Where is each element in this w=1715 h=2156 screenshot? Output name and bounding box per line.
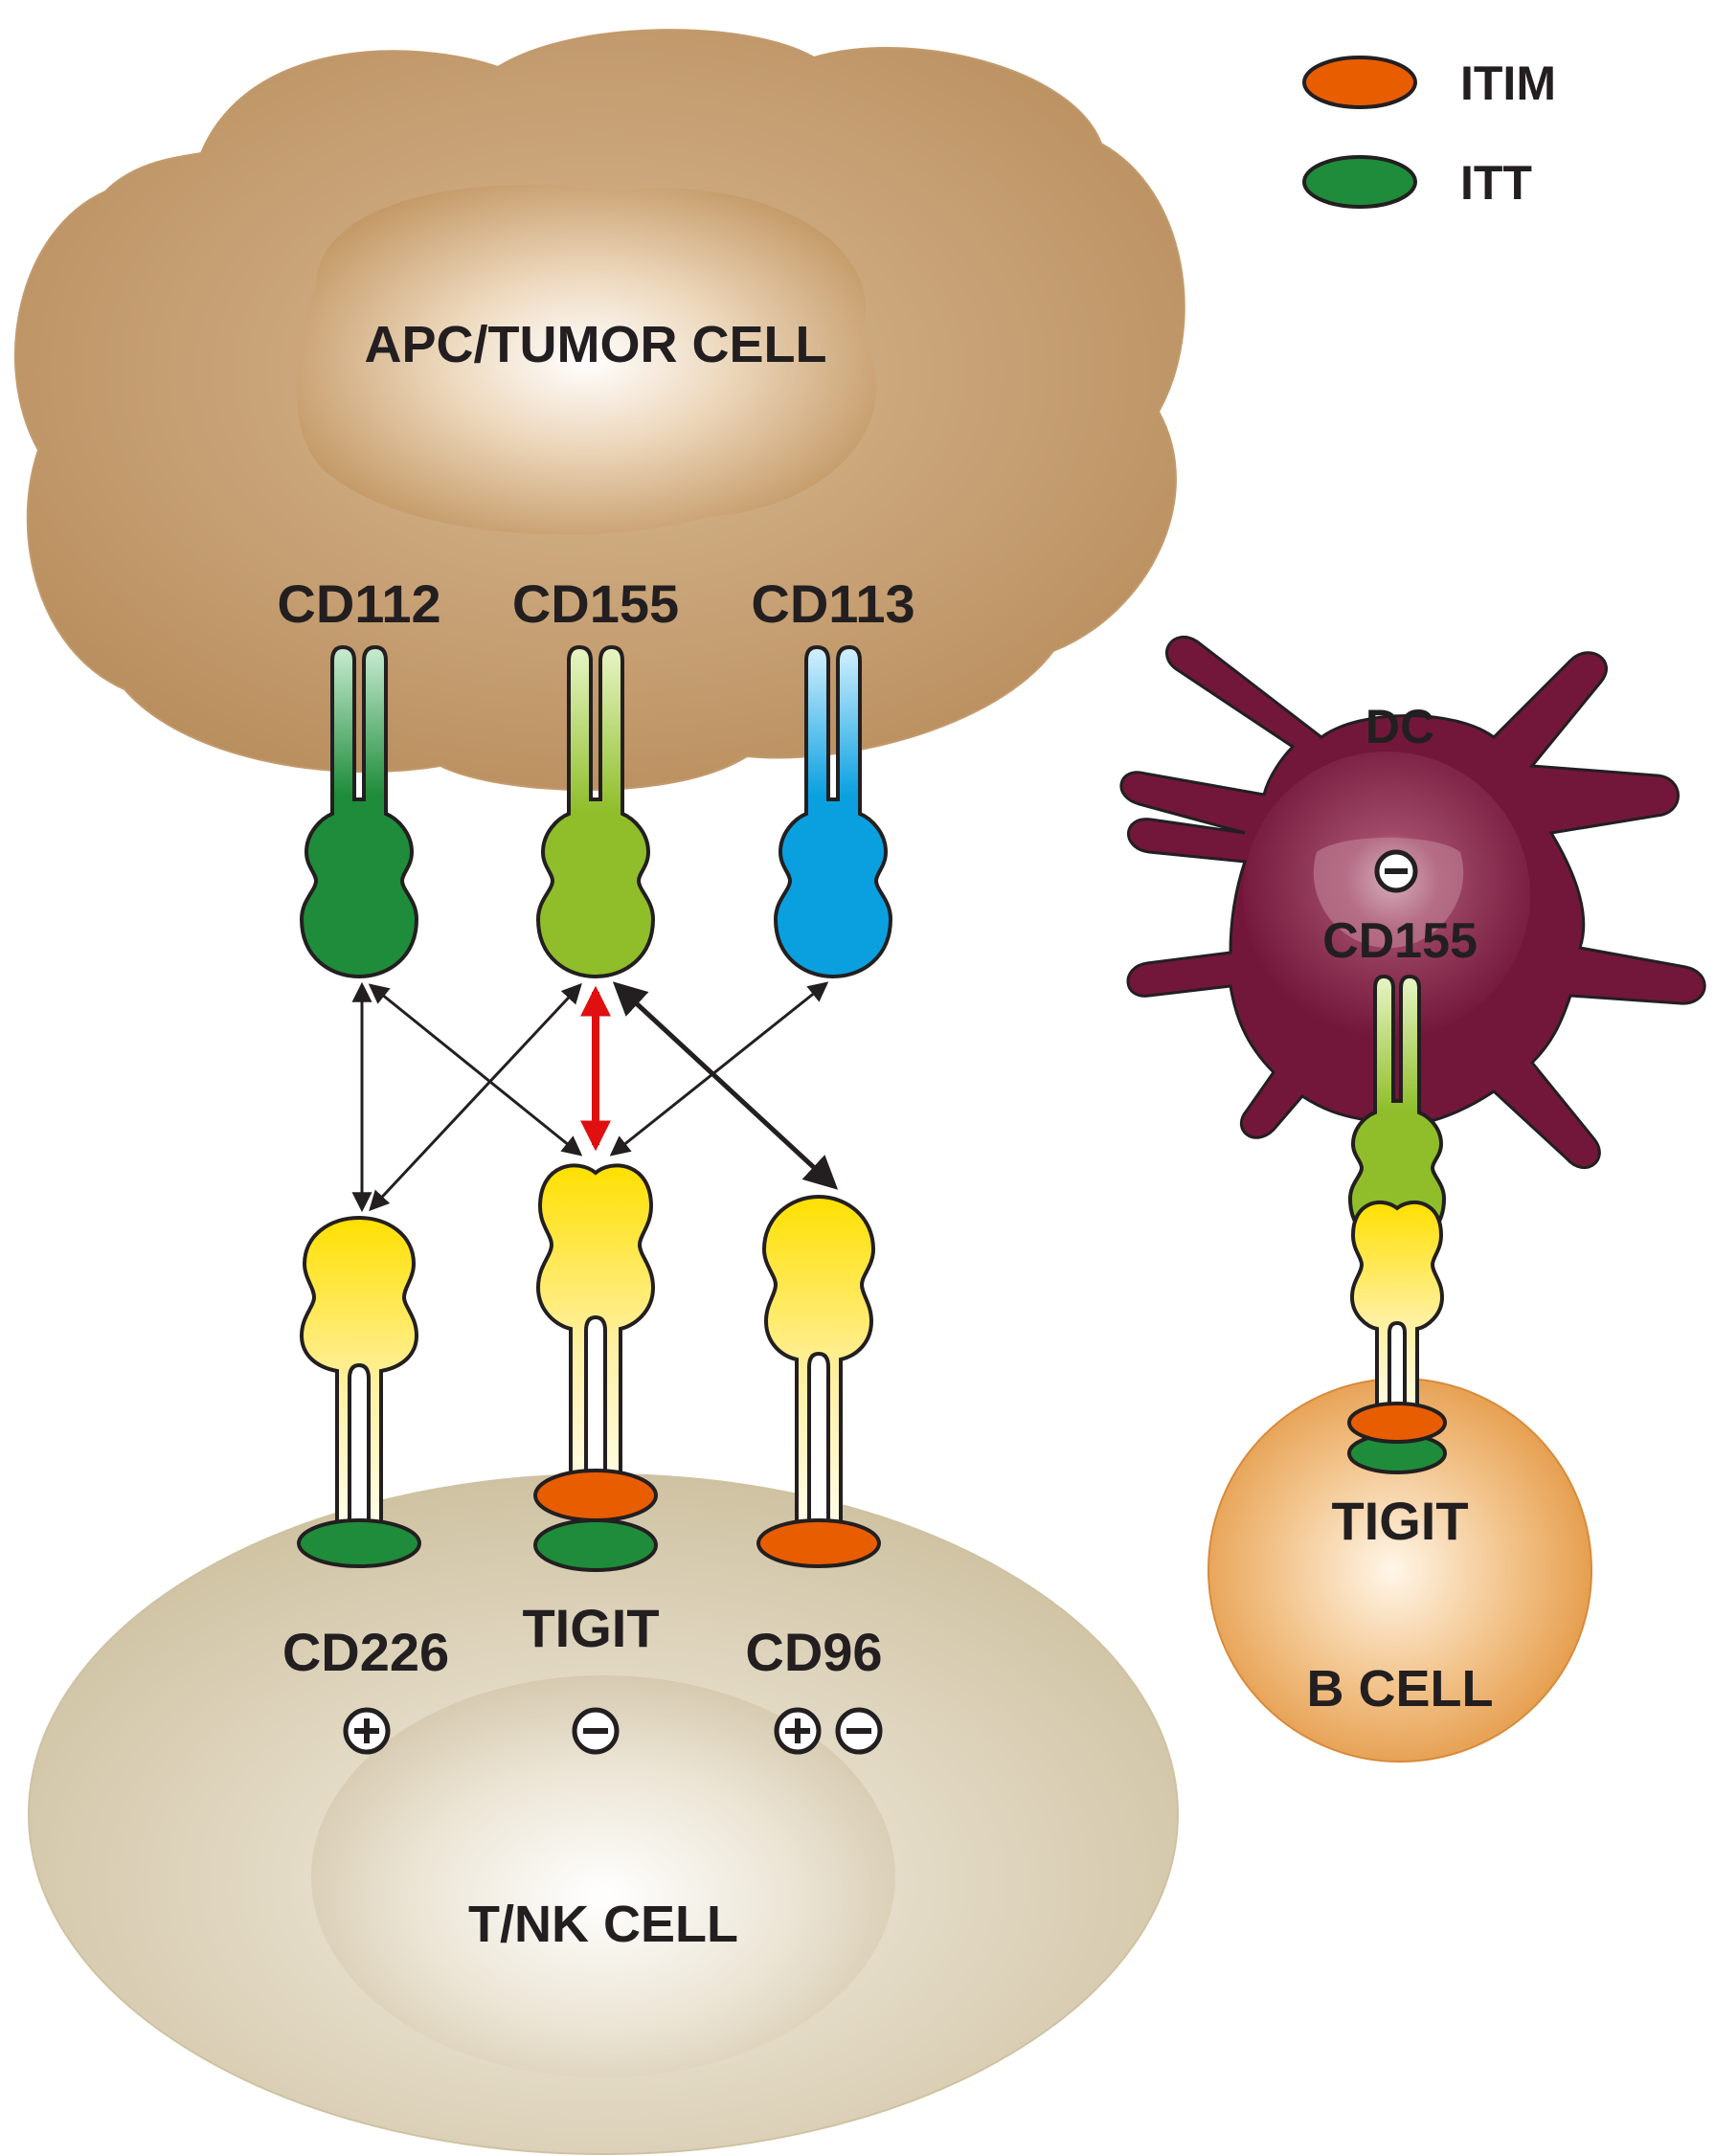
- ligand-cd112-label: CD112: [277, 573, 440, 634]
- receptor-tigit: [533, 1163, 658, 1572]
- ligand-cd155: [535, 644, 656, 979]
- apc-tumor-cell: APC/TUMOR CELL: [13, 29, 1185, 791]
- dc-cd155-label: CD155: [1322, 913, 1478, 969]
- legend-itim: ITIM: [1302, 56, 1556, 110]
- cd226-itt-motif: [297, 1518, 421, 1568]
- cd96-itim-motif: [756, 1518, 881, 1568]
- dc-cd155-minus-sign-icon: [1374, 849, 1418, 893]
- cd226-plus-sign-icon: [343, 1707, 391, 1755]
- bcell-tigit-itim-motif: [1347, 1402, 1447, 1444]
- interaction-arrows: [351, 981, 839, 1213]
- cd96-plus-sign-icon: [774, 1707, 822, 1755]
- arrow-cd155-cd96: [612, 981, 839, 1190]
- dc-label: DC: [1365, 700, 1434, 753]
- legend: ITIM ITT: [1302, 56, 1556, 210]
- legend-itim-label: ITIM: [1460, 56, 1556, 110]
- tigit-minus-sign-icon: [572, 1707, 620, 1755]
- ligand-cd113-label: CD113: [751, 573, 914, 634]
- tigit-itim-motif: [533, 1469, 658, 1522]
- b-cell-label: B CELL: [1307, 1660, 1494, 1718]
- bcell-receptor-tigit: [1347, 1200, 1447, 1474]
- legend-itt: ITT: [1302, 155, 1532, 210]
- ligand-cd155-label: CD155: [512, 573, 679, 634]
- ligand-cd112: [299, 644, 419, 979]
- receptor-cd96-label: CD96: [745, 1622, 882, 1682]
- tnk-cell: T/NK CELL: [28, 1473, 1179, 2155]
- arrow-cd155-cd226: [369, 982, 582, 1212]
- arrow-cd113-tigit: [609, 981, 829, 1157]
- tnk-cell-label: T/NK CELL: [468, 1896, 738, 1953]
- legend-itt-label: ITT: [1460, 156, 1532, 210]
- bcell-tigit-label: TIGIT: [1331, 1491, 1468, 1551]
- receptor-tigit-label: TIGIT: [522, 1598, 659, 1658]
- dc-ligand-cd155: [1347, 974, 1447, 1247]
- receptor-cd226-label: CD226: [282, 1622, 449, 1682]
- cd96-minus-sign-icon: [835, 1707, 883, 1755]
- receptor-cd96: [756, 1194, 881, 1568]
- receptor-cd226: [297, 1215, 421, 1568]
- ligand-cd113: [773, 644, 893, 979]
- arrow-cd112-tigit: [368, 983, 583, 1157]
- tigit-itt-motif: [533, 1518, 658, 1572]
- apc-tumor-cell-label: APC/TUMOR CELL: [365, 316, 827, 373]
